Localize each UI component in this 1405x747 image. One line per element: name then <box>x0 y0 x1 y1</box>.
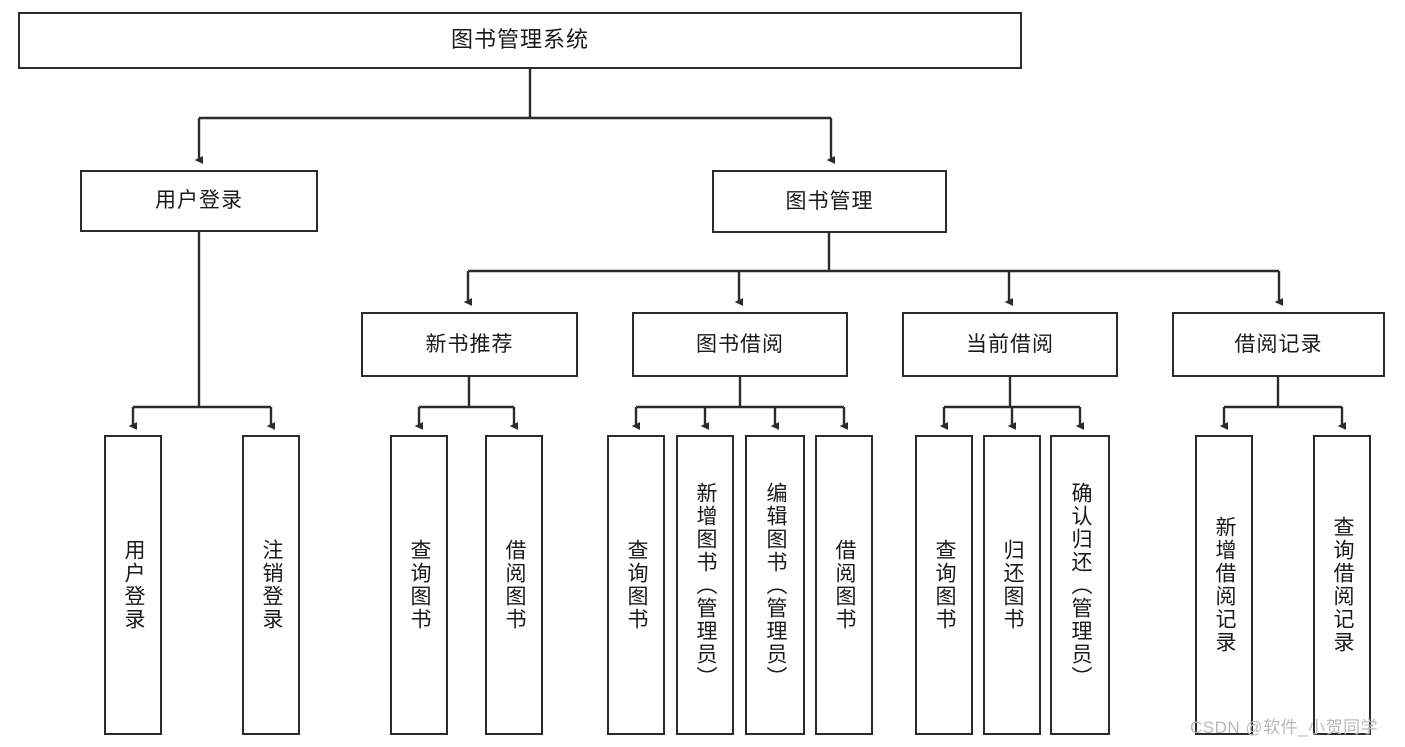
node-borrow-record[interactable]: 借阅记录 <box>1172 312 1385 377</box>
node-leaf-confirm-return-admin[interactable]: 确认归还（管理员） <box>1050 435 1110 735</box>
node-leaf-query-borrow-record[interactable]: 查询借阅记录 <box>1313 435 1371 735</box>
node-leaf-confirm-return-admin-label: 确认归还（管理员） <box>1069 481 1093 689</box>
node-book-borrow[interactable]: 图书借阅 <box>632 312 848 377</box>
node-new-book-recommend[interactable]: 新书推荐 <box>361 312 578 377</box>
csdn-watermark: CSDN @软件_小贺同学 <box>1190 718 1379 737</box>
node-leaf-borrow-book-2-label: 借阅图书 <box>833 539 857 631</box>
node-leaf-add-borrow-record-label: 新增借阅记录 <box>1213 516 1237 654</box>
node-root[interactable]: 图书管理系统 <box>18 12 1022 69</box>
node-leaf-user-login-label: 用户登录 <box>122 539 146 631</box>
node-leaf-query-book-3-label: 查询图书 <box>933 539 957 631</box>
node-leaf-user-login[interactable]: 用户登录 <box>104 435 162 735</box>
node-book-management[interactable]: 图书管理 <box>712 170 947 233</box>
node-new-book-recommend-label: 新书推荐 <box>425 332 514 356</box>
node-leaf-return-book[interactable]: 归还图书 <box>983 435 1041 735</box>
node-user-login-label: 用户登录 <box>155 189 243 213</box>
node-book-management-label: 图书管理 <box>785 189 874 213</box>
node-leaf-edit-book-admin[interactable]: 编辑图书（管理员） <box>745 435 805 735</box>
node-leaf-query-borrow-record-label: 查询借阅记录 <box>1331 516 1355 654</box>
node-leaf-borrow-book-1[interactable]: 借阅图书 <box>485 435 543 735</box>
node-leaf-borrow-book-1-label: 借阅图书 <box>503 539 527 631</box>
node-leaf-edit-book-admin-label: 编辑图书（管理员） <box>764 481 788 689</box>
node-book-borrow-label: 图书借阅 <box>696 332 784 356</box>
node-leaf-query-book-3[interactable]: 查询图书 <box>915 435 973 735</box>
node-leaf-add-book-admin-label: 新增图书（管理员） <box>694 481 718 689</box>
node-leaf-add-borrow-record[interactable]: 新增借阅记录 <box>1195 435 1253 735</box>
node-current-borrow-label: 当前借阅 <box>966 332 1054 356</box>
node-leaf-logout-login[interactable]: 注销登录 <box>242 435 300 735</box>
node-leaf-borrow-book-2[interactable]: 借阅图书 <box>815 435 873 735</box>
node-current-borrow[interactable]: 当前借阅 <box>902 312 1118 377</box>
node-leaf-query-book-2[interactable]: 查询图书 <box>607 435 665 735</box>
node-leaf-add-book-admin[interactable]: 新增图书（管理员） <box>676 435 734 735</box>
node-leaf-return-book-label: 归还图书 <box>1001 539 1025 631</box>
node-root-label: 图书管理系统 <box>450 27 589 53</box>
node-leaf-query-book-1[interactable]: 查询图书 <box>390 435 448 735</box>
node-leaf-query-book-1-label: 查询图书 <box>408 539 432 631</box>
node-user-login[interactable]: 用户登录 <box>80 170 318 232</box>
node-borrow-record-label: 借阅记录 <box>1234 332 1323 356</box>
node-leaf-query-book-2-label: 查询图书 <box>625 539 649 631</box>
node-leaf-logout-login-label: 注销登录 <box>260 539 284 631</box>
